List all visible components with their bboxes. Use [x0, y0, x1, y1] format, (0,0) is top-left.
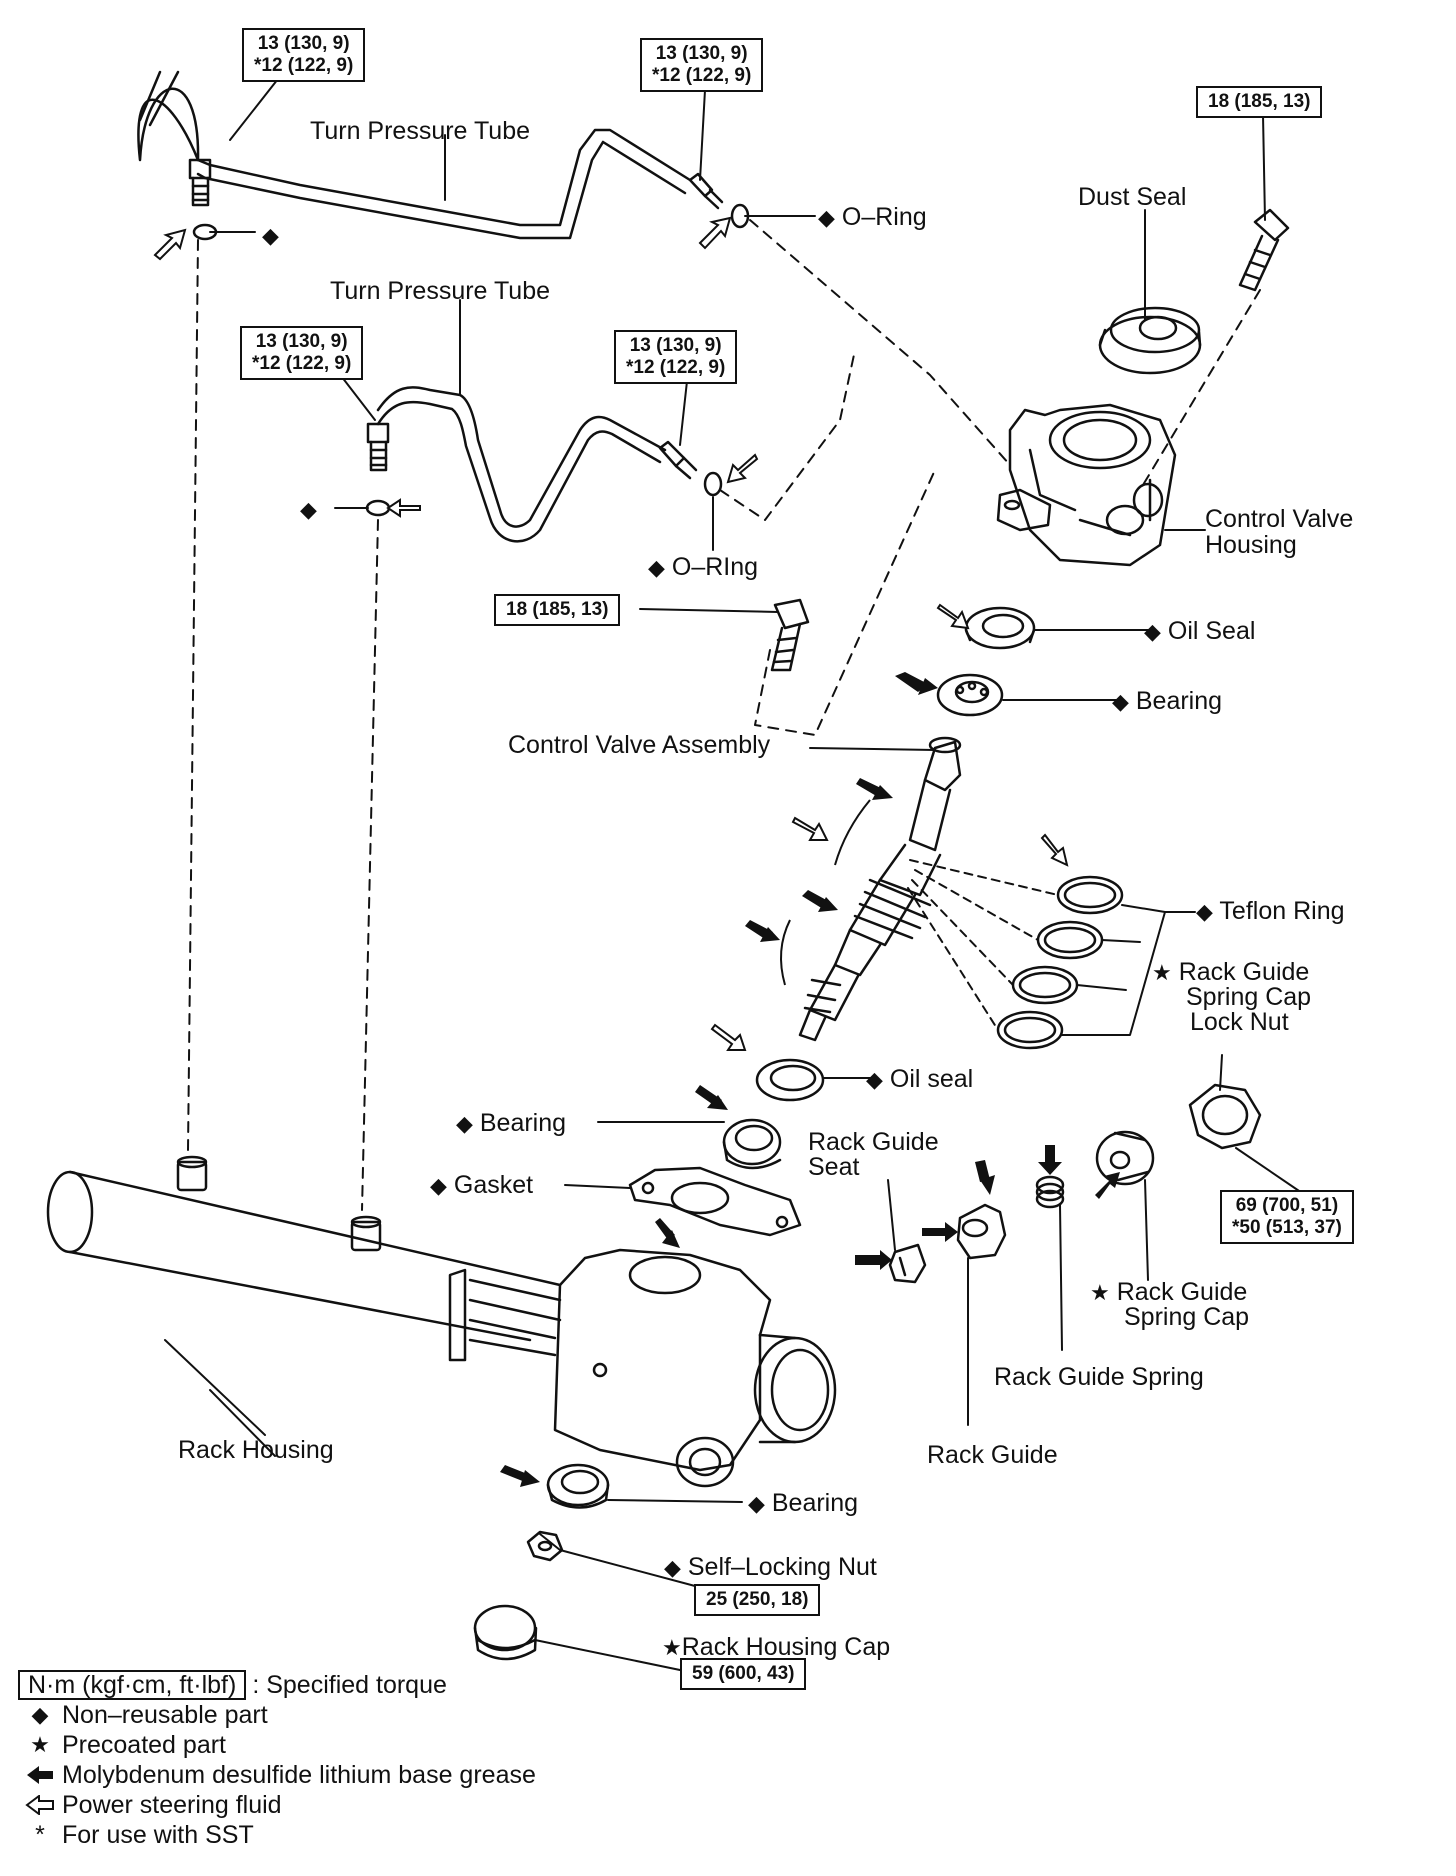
- solid-arrow-icon: [18, 1765, 62, 1785]
- label-oil-seal-bottom: ◆ Oil seal: [866, 1065, 974, 1093]
- legend-ps-fluid: Power steering fluid: [18, 1790, 536, 1820]
- label-o-ring-upper: ◆ O–Ring: [818, 203, 927, 231]
- bearing-mid: [722, 1118, 782, 1170]
- legend-non-reusable: ◆ Non–reusable part: [18, 1700, 536, 1730]
- torque-box-housing-bolt-top: 18 (185, 13): [1196, 86, 1323, 118]
- bearing-top: [936, 673, 1004, 717]
- label-rack-housing: Rack Housing: [178, 1436, 334, 1464]
- teflon-rings: [996, 875, 1124, 1050]
- legend-precoated: ★ Precoated part: [18, 1730, 536, 1760]
- shaft-brackets: [780, 799, 871, 986]
- legend: N·m (kgf·cm, ft·lbf) : Specified torque …: [18, 1670, 536, 1850]
- legend-sst: * For use with SST: [18, 1820, 536, 1850]
- label-control-valve-housing: Control Valve Housing: [1205, 505, 1354, 559]
- torque-box-tube1-right: 13 (130, 9) *12 (122, 9): [640, 38, 764, 92]
- housing-bolt-mid: [770, 598, 810, 672]
- oil-seal-bottom: [755, 1058, 825, 1102]
- rack-housing-cap: [473, 1604, 538, 1661]
- oil-seal-top: [964, 606, 1036, 650]
- label-control-valve-assembly: Control Valve Assembly: [508, 731, 771, 759]
- label-rack-housing-cap: ★Rack Housing Cap: [662, 1633, 891, 1661]
- o-ring-lower-right: [703, 471, 723, 497]
- torque-box-rack-housing-cap: 59 (600, 43): [680, 1658, 807, 1690]
- legend-molybdenum: Molybdenum desulfide lithium base grease: [18, 1760, 536, 1790]
- label-bearing-bottom: ◆ Bearing: [748, 1489, 859, 1517]
- legend-torque: N·m (kgf·cm, ft·lbf) : Specified torque: [18, 1670, 536, 1700]
- torque-box-tube1-left: 13 (130, 9) *12 (122, 9): [242, 28, 366, 82]
- torque-box-housing-bolt-mid: 18 (185, 13): [494, 594, 621, 626]
- label-gasket: ◆ Gasket: [430, 1171, 534, 1199]
- dust-seal: [1098, 306, 1202, 375]
- rack-housing: [46, 1155, 837, 1488]
- rack-guide-spring: [1035, 1175, 1065, 1209]
- asterisk-icon: *: [35, 1821, 45, 1849]
- label-bearing-mid: ◆ Bearing: [456, 1109, 567, 1137]
- fluid-arrows: [153, 216, 1069, 1051]
- rack-guide-seat: [888, 1243, 927, 1284]
- label-self-locking-nut: ◆ Self–Locking Nut: [664, 1553, 877, 1581]
- diamond-icon: ◆: [31, 1702, 49, 1727]
- label-o-ring-lower: ◆ O–RIng: [648, 553, 759, 581]
- turn-pressure-tube-lower: [366, 386, 698, 543]
- star-icon: ★: [30, 1732, 50, 1757]
- label-rack-guide-spring-cap-lock-nut: ★ Rack Guide Spring Cap Lock Nut: [1152, 958, 1312, 1036]
- label-bearing-top: ◆ Bearing: [1112, 687, 1223, 715]
- control-valve-housing: [996, 403, 1177, 567]
- label-turn-pressure-tube-upper: Turn Pressure Tube: [310, 117, 531, 145]
- lock-nut: [1188, 1083, 1262, 1150]
- torque-box-lock-nut: 69 (700, 51) *50 (513, 37): [1220, 1190, 1354, 1244]
- torque-box-self-locking-nut: 25 (250, 18): [694, 1584, 821, 1616]
- label-rack-guide-seat: Rack Guide Seat: [808, 1128, 939, 1181]
- label-upper-left-diamond: ◆: [262, 223, 279, 248]
- control-valve-assembly: [798, 736, 962, 1042]
- gasket: [628, 1166, 802, 1237]
- label-rack-guide-spring-cap: ★ Rack Guide Spring Cap: [1090, 1278, 1250, 1331]
- bearing-bottom: [546, 1463, 610, 1509]
- teflon-bracket: [1061, 904, 1166, 1036]
- rack-guide: [956, 1203, 1007, 1260]
- label-lower-left-diamond: ◆: [300, 497, 317, 522]
- self-locking-nut: [526, 1530, 564, 1562]
- assembly-guide-lines: [187, 219, 1261, 1211]
- teflon-guide-lines: [907, 859, 1059, 1031]
- torque-box-tube2-right: 13 (130, 9) *12 (122, 9): [614, 330, 738, 384]
- torque-unit-box: N·m (kgf·cm, ft·lbf): [18, 1670, 247, 1700]
- label-turn-pressure-tube-lower: Turn Pressure Tube: [330, 277, 551, 305]
- label-dust-seal: Dust Seal: [1078, 183, 1187, 211]
- grease-arrows: [500, 672, 1120, 1487]
- o-ring-lower-left: [365, 499, 391, 517]
- label-teflon-ring: ◆ Teflon Ring: [1196, 897, 1345, 925]
- rack-guide-spring-cap: [1095, 1130, 1155, 1186]
- turn-pressure-tube-upper: [137, 70, 724, 240]
- label-rack-guide-spring: Rack Guide Spring: [994, 1363, 1204, 1391]
- label-rack-guide: Rack Guide: [927, 1441, 1058, 1469]
- torque-box-tube2-left: 13 (130, 9) *12 (122, 9): [240, 326, 364, 380]
- label-oil-seal-top: ◆ Oil Seal: [1144, 617, 1256, 645]
- hollow-arrow-icon: [18, 1795, 62, 1815]
- housing-bolt-top: [1238, 208, 1290, 292]
